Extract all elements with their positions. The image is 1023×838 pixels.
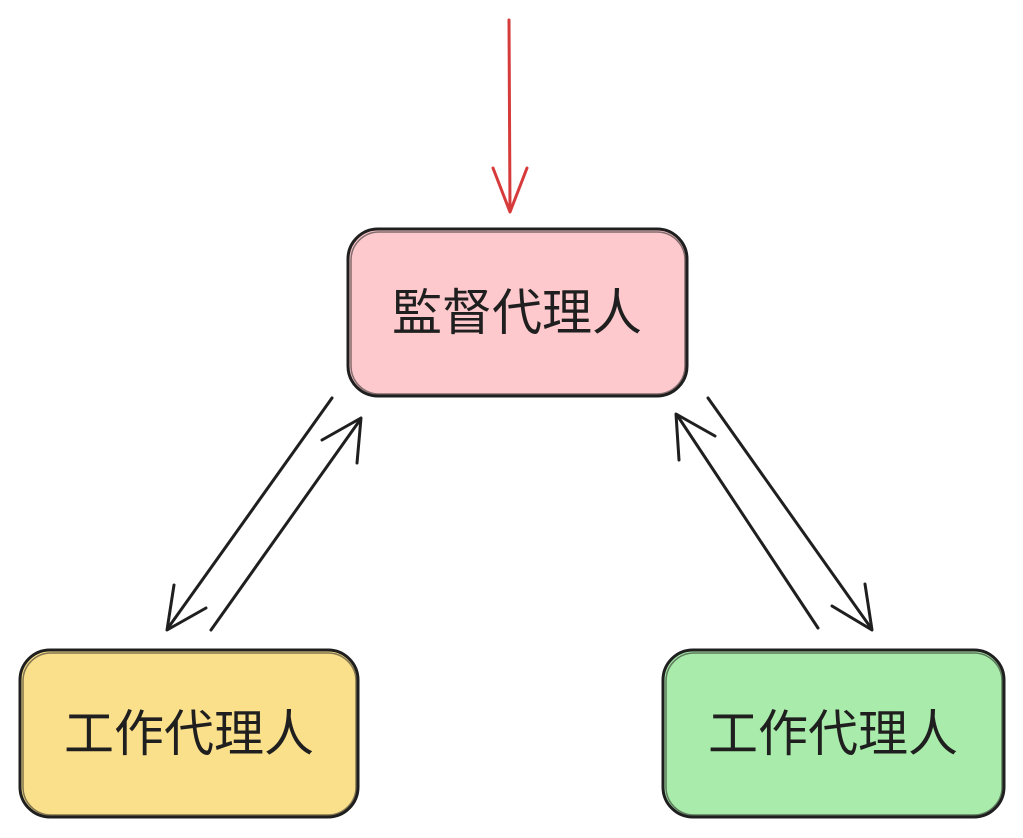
worker-right-node: 工作代理人	[661, 648, 1006, 819]
supervisor-node: 監督代理人	[346, 227, 689, 398]
arrow-left-worker-to-supervisor	[209, 416, 363, 632]
input-arrow	[491, 18, 529, 214]
arrow-right-worker-to-supervisor	[674, 412, 820, 630]
arrow-supervisor-to-right-worker	[706, 396, 874, 632]
worker-left-node: 工作代理人	[18, 648, 360, 819]
arrow-supervisor-to-left-worker	[165, 396, 334, 632]
supervisor-label: 監督代理人	[392, 284, 642, 342]
worker-right-label: 工作代理人	[708, 705, 958, 763]
worker-left-label: 工作代理人	[64, 705, 314, 763]
